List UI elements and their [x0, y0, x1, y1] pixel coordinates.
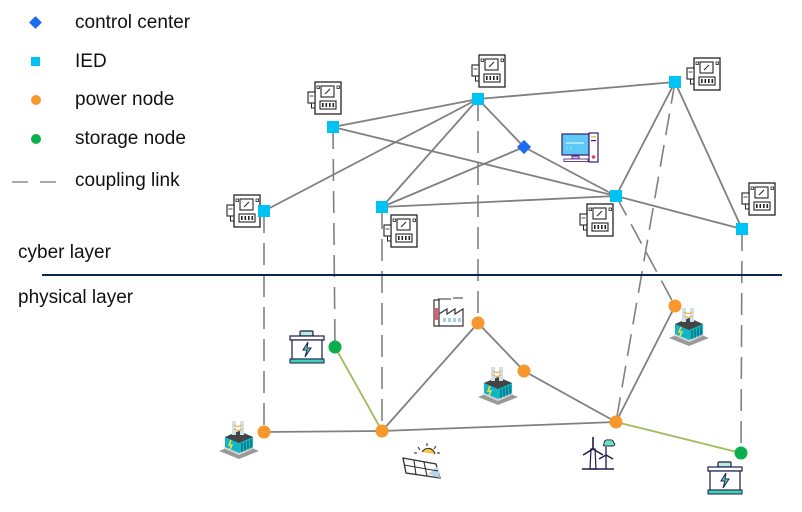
- power-link: [615, 305, 676, 423]
- legend-label-control-center: control center: [75, 12, 191, 33]
- solar-panel-icon: [402, 443, 441, 479]
- cyber-link: [477, 98, 525, 148]
- control-center-node: [516, 139, 532, 155]
- ied-device-icon: [686, 57, 721, 91]
- power-link: [523, 370, 617, 423]
- coupling-link: [740, 228, 743, 454]
- physical-layer-label: physical layer: [18, 287, 134, 308]
- battery-icon: [289, 330, 325, 364]
- ied-device-icon: [226, 194, 261, 228]
- cyber-link: [332, 98, 479, 128]
- substation-icon: [669, 308, 709, 346]
- cyber-link: [477, 81, 676, 100]
- factory-icon: [433, 297, 464, 327]
- power-link: [263, 430, 383, 433]
- legend-label-ied: IED: [75, 51, 107, 72]
- computer-icon: ◦· · › ›: [561, 132, 599, 163]
- cyber-link: [615, 195, 743, 230]
- legend-symbols: [12, 16, 62, 183]
- cyber-link: [332, 126, 617, 197]
- coupling-link: [332, 126, 336, 348]
- storage-link: [615, 421, 742, 454]
- substation-icon: [219, 421, 259, 459]
- legend-storage-circle-icon: [31, 134, 41, 144]
- cyber-link: [381, 195, 617, 208]
- ied-node: [327, 121, 339, 133]
- legend-diamond-icon: [29, 16, 42, 29]
- storage-node: [734, 446, 748, 460]
- ied-node: [736, 223, 748, 235]
- ied-device-icon: [579, 203, 614, 237]
- svg-text:› ›: › ›: [566, 146, 572, 152]
- legend-label-storage-node: storage node: [75, 128, 186, 149]
- network-links: [263, 81, 743, 454]
- ied-node: [376, 201, 388, 213]
- power-node: [375, 424, 389, 438]
- cyber-link: [381, 146, 525, 208]
- power-link: [381, 421, 617, 432]
- storage-node: [328, 340, 342, 354]
- ied-node: [610, 190, 622, 202]
- cyber-link: [615, 81, 676, 197]
- ied-device-icon: [471, 54, 506, 88]
- svg-text:◦· ·: ◦· ·: [566, 136, 574, 142]
- coupling-link: [615, 81, 676, 423]
- ied-node: [669, 76, 681, 88]
- ied-node: [258, 205, 270, 217]
- ied-device-icon: [307, 81, 342, 115]
- legend-label-coupling-link: coupling link: [75, 170, 180, 191]
- cyber-link: [674, 81, 743, 230]
- power-node: [471, 316, 485, 330]
- power-node: [668, 299, 682, 313]
- cyber-link: [263, 98, 479, 212]
- cyber-link: [523, 146, 617, 197]
- battery-icon: [707, 461, 743, 495]
- node-icons: ◦· · › ›: [219, 54, 776, 495]
- substation-icon: [478, 367, 518, 405]
- ied-device-icon: [741, 182, 776, 216]
- legend-square-icon: [31, 57, 40, 66]
- ied-node: [472, 93, 484, 105]
- cyber-link: [381, 98, 479, 208]
- coupling-links: [263, 81, 743, 454]
- power-node: [257, 425, 271, 439]
- wind-turbine-icon: [582, 437, 616, 470]
- ied-device-icon: [383, 214, 418, 248]
- storage-link: [334, 346, 383, 432]
- network-nodes: [257, 76, 748, 460]
- legend-power-circle-icon: [31, 95, 41, 105]
- cyber-layer-label: cyber layer: [18, 242, 111, 263]
- power-link: [477, 322, 525, 372]
- power-node: [517, 364, 531, 378]
- power-node: [609, 415, 623, 429]
- coupling-link: [615, 195, 676, 307]
- power-link: [381, 322, 479, 432]
- legend-label-power-node: power node: [75, 89, 175, 110]
